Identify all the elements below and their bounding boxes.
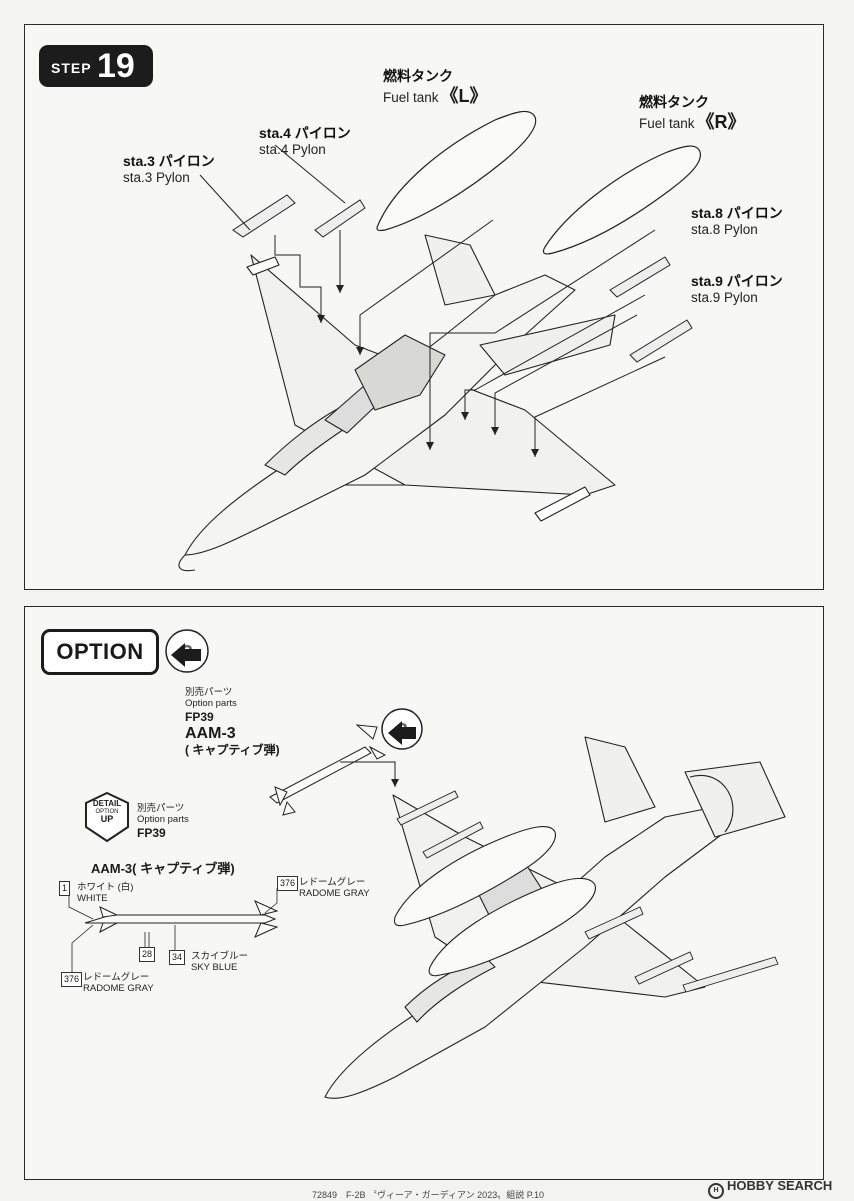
sta4-pylon-label: sta.4 パイロン sta.4 Pylon <box>259 125 351 157</box>
detail-badge-text: DETAIL OPTION UP <box>92 799 122 825</box>
color-label-white: ホワイト (白) WHITE <box>77 882 134 905</box>
step-number: 19 <box>97 47 135 85</box>
optional-parts-label: 別売パーツ Option parts FP39 AAM-3 ( キャプティブ弾) <box>185 687 280 758</box>
color-number-376-a: 376 <box>61 972 83 987</box>
color-label-sky-blue: スカイブルー SKY BLUE <box>191 951 249 974</box>
step-word: STEP <box>51 60 92 76</box>
color-number-34: 34 <box>169 950 186 965</box>
detail-missile-title: AAM-3( キャプティブ弾) <box>91 861 235 876</box>
color-number-28: 28 <box>139 947 156 962</box>
step-19-panel: STEP 19 <box>24 24 824 590</box>
color-number-1: 1 <box>59 881 71 896</box>
option-illustration: ? ? <box>68 629 786 1099</box>
sta3-pylon-label: sta.3 パイロン sta.3 Pylon <box>123 153 215 185</box>
watermark-logo-icon: H <box>708 1183 724 1199</box>
step-badge: STEP 19 <box>39 45 153 87</box>
detail-up-icon <box>85 791 129 843</box>
detail-parts-label: 別売パーツ Option parts FP39 <box>137 803 189 840</box>
color-label-radome-gray-b: レドームグレー RADOME GRAY <box>299 877 370 900</box>
question-badge-icon: ? <box>381 708 423 750</box>
fuel-tank-l-label: 燃料タンク Fuel tank《L》 <box>383 68 488 107</box>
rotate-arrow-icon: ? <box>165 629 209 673</box>
sta8-pylon-label: sta.8 パイロン sta.8 Pylon <box>691 205 783 237</box>
step-19-illustration <box>178 110 701 572</box>
sta9-pylon-label: sta.9 パイロン sta.9 Pylon <box>691 273 783 305</box>
option-panel: OPTION ? ? <box>24 606 824 1180</box>
option-badge: OPTION <box>41 629 159 675</box>
fuel-tank-r-label: 燃料タンク Fuel tank《R》 <box>639 94 746 133</box>
footer-caption: 72849 F-2B 〝ヴィーア・ガーディアン 2023〟組説 P.10 <box>312 1190 545 1200</box>
color-number-376-b: 376 <box>277 876 299 891</box>
color-label-radome-gray-a: レドームグレー RADOME GRAY <box>83 972 154 995</box>
